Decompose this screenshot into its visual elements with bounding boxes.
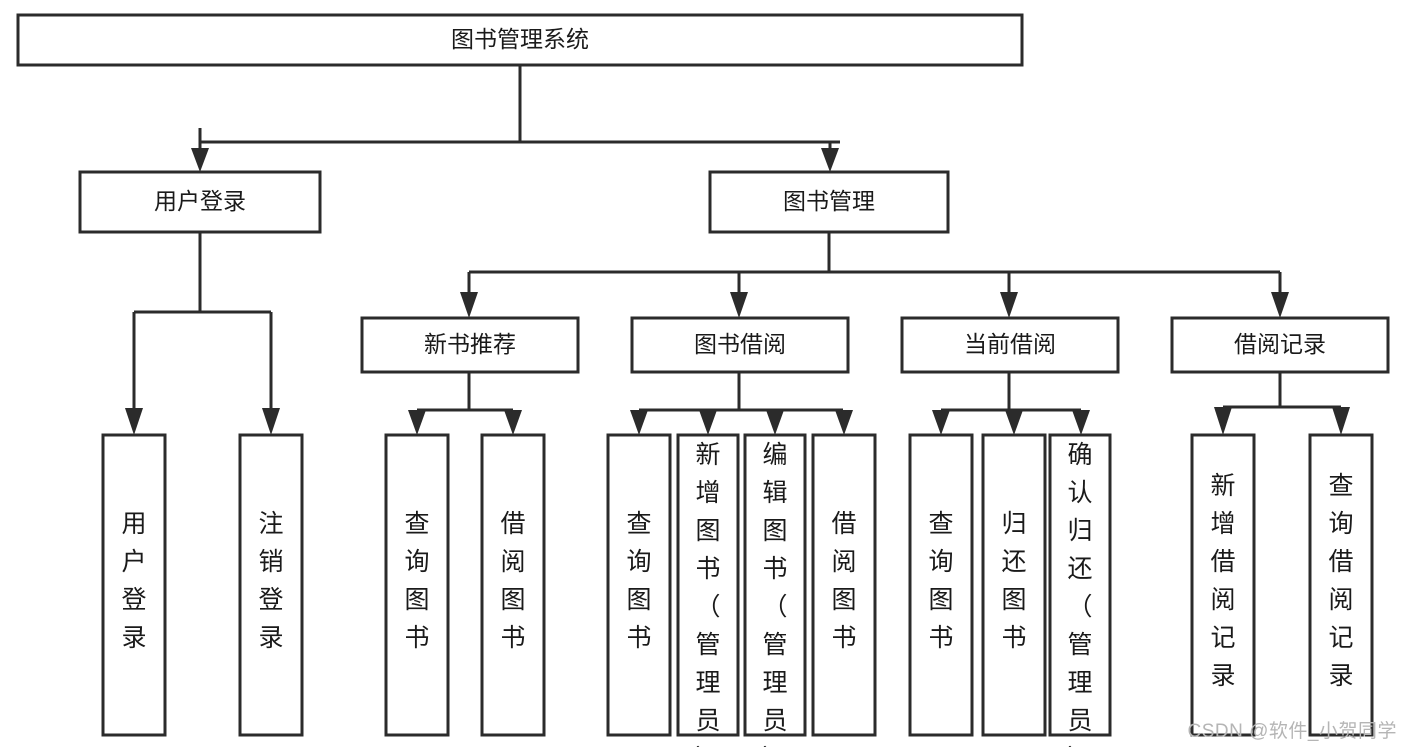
node-leaf-query-book-1-label: 查询图书 bbox=[404, 510, 429, 652]
node-book-manage[interactable]: 图书管理 bbox=[708, 170, 950, 234]
node-leaf-query-book-2-box[interactable] bbox=[606, 433, 672, 737]
node-leaf-query-book-1-box[interactable] bbox=[384, 433, 450, 737]
arrowhead-leaf-add-book bbox=[699, 410, 717, 435]
node-leaf-user-login-label: 用户登录 bbox=[121, 510, 146, 652]
arrowhead-leaf-logout bbox=[262, 408, 280, 435]
arrowhead-leaf-query-record bbox=[1332, 407, 1350, 435]
node-borrow-record-label: 借阅记录 bbox=[1234, 331, 1326, 357]
node-leaf-add-record-box[interactable] bbox=[1190, 433, 1256, 737]
node-leaf-query-book-1[interactable]: 查询图书 bbox=[384, 433, 450, 737]
node-user-login-label: 用户登录 bbox=[154, 188, 246, 214]
arrowhead-book-borrow bbox=[730, 292, 748, 318]
node-leaf-edit-book[interactable]: 编辑图书（管理员） bbox=[743, 433, 807, 747]
node-user-login[interactable]: 用户登录 bbox=[78, 170, 322, 234]
arrowhead-user-login bbox=[191, 148, 209, 172]
node-leaf-add-book[interactable]: 新增图书（管理员） bbox=[676, 433, 740, 747]
node-leaf-borrow-book-1[interactable]: 借阅图书 bbox=[480, 433, 546, 737]
node-current-borrow[interactable]: 当前借阅 bbox=[900, 316, 1120, 374]
arrowhead-leaf-borrow-book-1 bbox=[504, 410, 522, 435]
node-leaf-query-book-2-label: 查询图书 bbox=[626, 510, 651, 652]
node-leaf-query-book-3-box[interactable] bbox=[908, 433, 974, 737]
node-leaf-edit-book-box[interactable] bbox=[743, 433, 807, 737]
node-book-manage-box[interactable] bbox=[708, 170, 950, 234]
node-leaf-confirm-return[interactable]: 确认归还（管理员） bbox=[1048, 433, 1112, 747]
node-leaf-return-book-box[interactable] bbox=[981, 433, 1047, 737]
node-root[interactable]: 图书管理系统 bbox=[16, 13, 1024, 67]
node-borrow-record-box[interactable] bbox=[1170, 316, 1390, 374]
node-leaf-confirm-return-label: 确认归还（管理员） bbox=[1067, 441, 1092, 747]
node-book-borrow[interactable]: 图书借阅 bbox=[630, 316, 850, 374]
arrowhead-borrow-record bbox=[1271, 292, 1289, 318]
node-current-borrow-box[interactable] bbox=[900, 316, 1120, 374]
node-book-manage-label: 图书管理 bbox=[783, 188, 875, 214]
arrowhead-leaf-return-book bbox=[1005, 410, 1023, 435]
node-leaf-user-login-box[interactable] bbox=[101, 433, 167, 737]
node-leaf-edit-book-label: 编辑图书（管理员） bbox=[762, 441, 787, 747]
node-leaf-query-book-2[interactable]: 查询图书 bbox=[606, 433, 672, 737]
node-borrow-record[interactable]: 借阅记录 bbox=[1170, 316, 1390, 374]
arrowhead-leaf-query-book-3 bbox=[932, 410, 950, 435]
node-leaf-borrow-book-1-label: 借阅图书 bbox=[500, 510, 525, 652]
node-user-login-box[interactable] bbox=[78, 170, 322, 234]
node-leaf-borrow-book-2-label: 借阅图书 bbox=[831, 510, 856, 652]
arrowhead-leaf-borrow-book-2 bbox=[835, 410, 853, 435]
node-current-borrow-label: 当前借阅 bbox=[964, 331, 1056, 357]
node-book-borrow-box[interactable] bbox=[630, 316, 850, 374]
node-leaf-borrow-book-1-box[interactable] bbox=[480, 433, 546, 737]
node-root-box[interactable] bbox=[16, 13, 1024, 67]
arrowhead-book-manage bbox=[821, 148, 839, 172]
arrowhead-leaf-user-login bbox=[125, 408, 143, 435]
arrowhead-leaf-confirm-return bbox=[1072, 410, 1090, 435]
node-new-book-rec[interactable]: 新书推荐 bbox=[360, 316, 580, 374]
node-leaf-query-book-3[interactable]: 查询图书 bbox=[908, 433, 974, 737]
node-leaf-query-record-label: 查询借阅记录 bbox=[1328, 472, 1353, 690]
connector-layer bbox=[125, 65, 1350, 435]
node-leaf-return-book[interactable]: 归还图书 bbox=[981, 433, 1047, 737]
arrowhead-new-book-rec bbox=[460, 292, 478, 318]
node-root-label: 图书管理系统 bbox=[451, 26, 589, 52]
arrowhead-current-borrow bbox=[1000, 292, 1018, 318]
node-leaf-borrow-book-2[interactable]: 借阅图书 bbox=[811, 433, 877, 737]
node-new-book-rec-box[interactable] bbox=[360, 316, 580, 374]
node-leaf-logout[interactable]: 注销登录 bbox=[238, 433, 304, 737]
arrowhead-leaf-edit-book bbox=[766, 410, 784, 435]
node-leaf-return-book-label: 归还图书 bbox=[1001, 510, 1026, 652]
node-leaf-user-login[interactable]: 用户登录 bbox=[101, 433, 167, 737]
watermark-text: CSDN @软件_小贺同学 bbox=[1187, 721, 1397, 742]
node-leaf-query-record-box[interactable] bbox=[1308, 433, 1374, 737]
node-leaf-logout-label: 注销登录 bbox=[258, 510, 283, 652]
node-leaf-confirm-return-box[interactable] bbox=[1048, 433, 1112, 737]
arrowhead-leaf-add-record bbox=[1214, 407, 1232, 435]
arrowhead-leaf-query-book-1 bbox=[408, 410, 426, 435]
node-leaf-logout-box[interactable] bbox=[238, 433, 304, 737]
node-leaf-add-book-box[interactable] bbox=[676, 433, 740, 737]
node-leaf-query-record[interactable]: 查询借阅记录 bbox=[1308, 433, 1374, 737]
node-leaf-borrow-book-2-box[interactable] bbox=[811, 433, 877, 737]
node-leaf-add-record[interactable]: 新增借阅记录 bbox=[1190, 433, 1256, 737]
arrowhead-leaf-query-book-2 bbox=[630, 410, 648, 435]
node-book-borrow-label: 图书借阅 bbox=[694, 331, 786, 357]
node-leaf-add-record-label: 新增借阅记录 bbox=[1210, 472, 1235, 690]
leaf-layer: 用户登录 注销登录 查询图书 借阅图书 查询图书 新增图书（管理员） 编辑图书（管理员） 借阅… bbox=[101, 433, 1374, 747]
node-new-book-rec-label: 新书推荐 bbox=[424, 331, 516, 357]
node-leaf-add-book-label: 新增图书（管理员） bbox=[695, 441, 720, 747]
node-leaf-query-book-3-label: 查询图书 bbox=[928, 510, 953, 652]
